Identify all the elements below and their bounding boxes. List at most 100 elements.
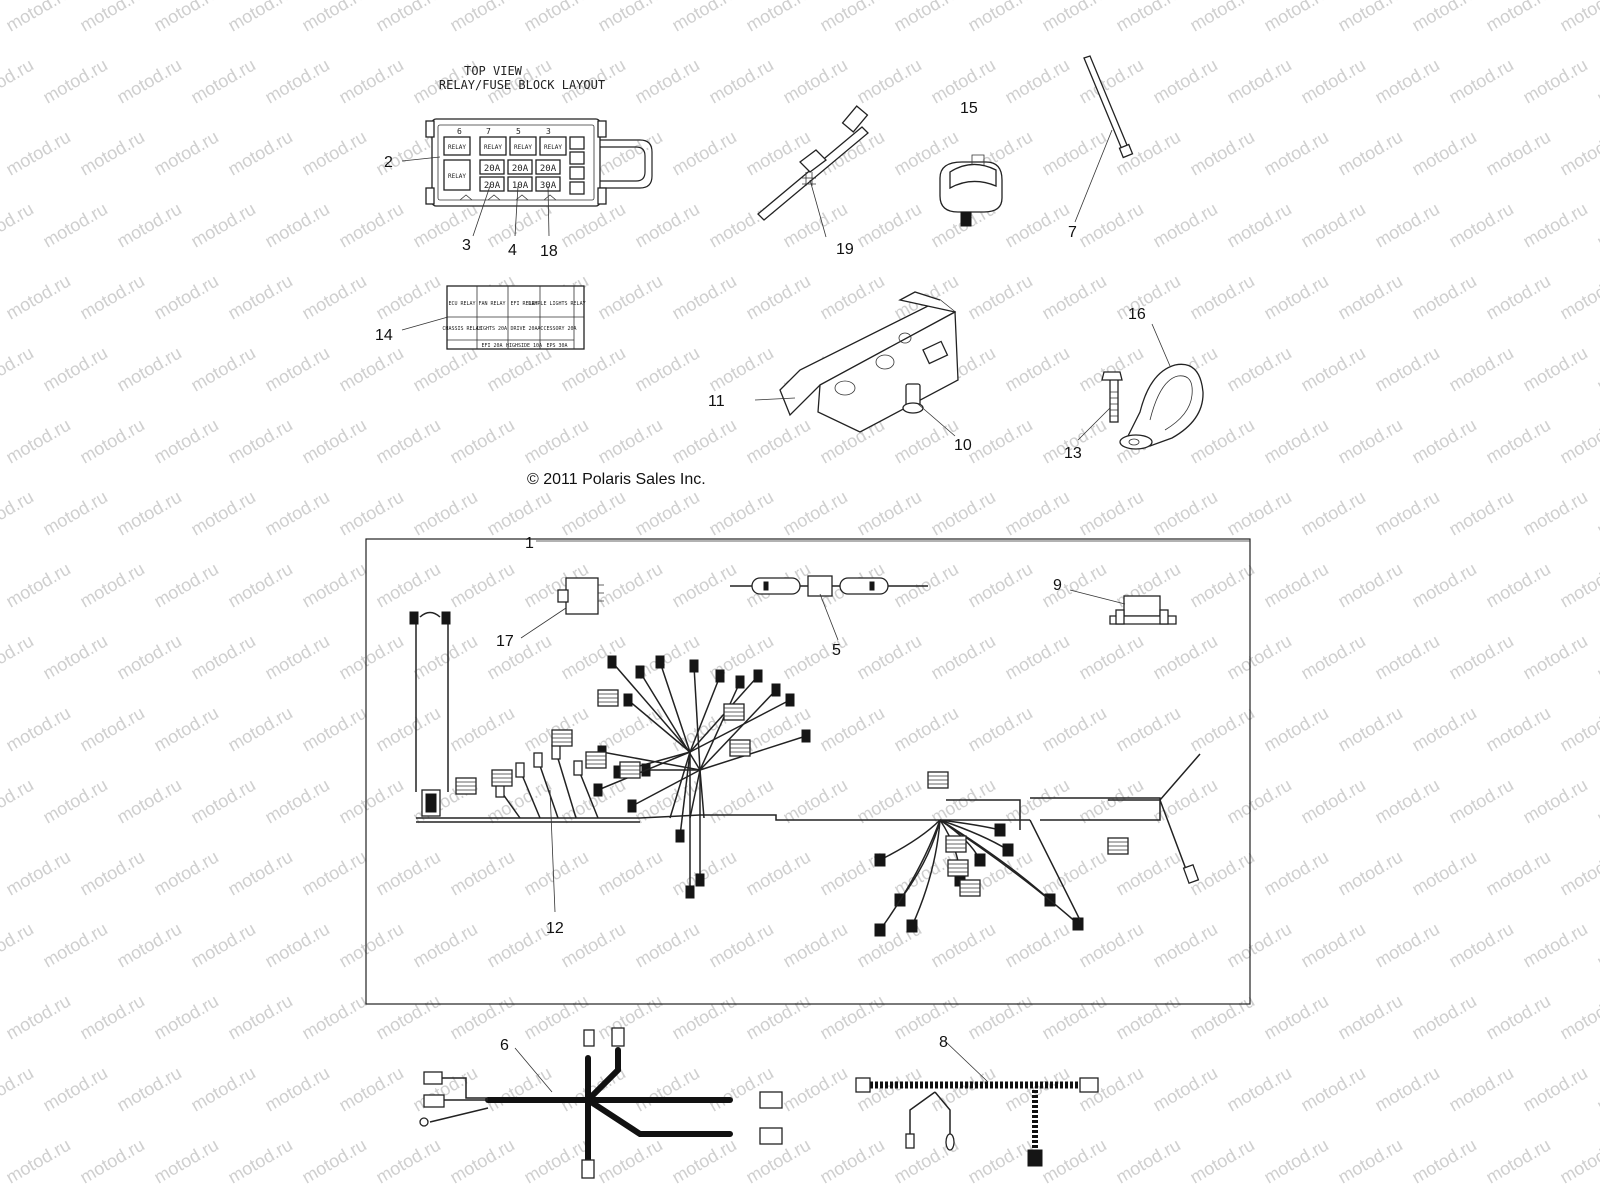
watermark-text: motod.ru	[483, 487, 555, 540]
harness-connector	[715, 669, 725, 683]
harness-branch-wire	[911, 819, 941, 927]
watermark-text: motod.ru	[335, 775, 407, 828]
callout-7: 7	[1068, 224, 1077, 241]
watermark-text: motod.ru	[1038, 847, 1110, 900]
watermark-text: motod.ru	[668, 847, 740, 900]
watermark-text: motod.ru	[113, 55, 185, 108]
harness-connector	[1002, 843, 1014, 857]
watermark-text: motod.ru	[76, 991, 148, 1044]
watermark-text: motod.ru	[520, 415, 592, 468]
watermark-text: motod.ru	[1001, 919, 1073, 972]
watermark-text: motod.ru	[446, 991, 518, 1044]
watermark-text: motod.ru	[1408, 415, 1480, 468]
harness-branch-wire	[611, 661, 691, 753]
watermark-text: motod.ru	[1334, 991, 1406, 1044]
watermark-text: motod.ru	[1556, 703, 1600, 756]
cable-tie-mount-part	[757, 105, 869, 221]
watermark-text: motod.ru	[187, 199, 259, 252]
watermark-text: motod.ru	[187, 487, 259, 540]
watermark-text: motod.ru	[1519, 487, 1591, 540]
watermark-text: motod.ru	[1223, 343, 1295, 396]
watermark-text: motod.ru	[2, 847, 74, 900]
watermark-text: motod.ru	[1445, 487, 1517, 540]
watermark-text: motod.ru	[631, 343, 703, 396]
watermark-text: motod.ru	[779, 55, 851, 108]
watermark-text: motod.ru	[1334, 703, 1406, 756]
watermark-text: motod.ru	[1519, 775, 1591, 828]
watermark-text: motod.ru	[1223, 775, 1295, 828]
callout-13: 13	[1064, 445, 1082, 462]
harness-branch-wire	[597, 751, 691, 791]
watermark-text: motod.ru	[1260, 703, 1332, 756]
watermark-text: motod.ru	[187, 343, 259, 396]
watermark-text: motod.ru	[1297, 487, 1369, 540]
watermark-text: motod.ru	[631, 1063, 703, 1116]
watermark-text: motod.ru	[150, 703, 222, 756]
fuse-rating: 20A	[512, 164, 529, 174]
watermark-text: motod.ru	[1371, 199, 1443, 252]
watermark-text: motod.ru	[113, 775, 185, 828]
watermark-text: motod.ru	[1556, 271, 1600, 324]
watermark-text: motod.ru	[261, 55, 333, 108]
watermark-text: motod.ru	[1297, 775, 1369, 828]
watermark-text: motod.ru	[1371, 775, 1443, 828]
watermark-text: motod.ru	[224, 0, 296, 35]
watermark-text: motod.ru	[1112, 0, 1184, 35]
watermark-text: motod.ru	[890, 559, 962, 612]
watermark-text: motod.ru	[150, 271, 222, 324]
watermark-text: motod.ru	[1593, 487, 1600, 540]
watermark-text: motod.ru	[668, 0, 740, 35]
watermark-text: motod.ru	[964, 415, 1036, 468]
watermark-text: motod.ru	[631, 487, 703, 540]
watermark-text: motod.ru	[2, 703, 74, 756]
watermark-text: motod.ru	[964, 0, 1036, 35]
watermark-text: motod.ru	[224, 127, 296, 180]
harness-connector	[753, 669, 763, 683]
watermark-text: motod.ru	[1519, 343, 1591, 396]
watermark-text: motod.ru	[1482, 271, 1554, 324]
watermark-text: motod.ru	[1445, 55, 1517, 108]
harness-connector	[906, 919, 918, 933]
watermark-text: motod.ru	[1482, 1135, 1554, 1188]
watermark-text: motod.ru	[1334, 1135, 1406, 1188]
watermark-text: motod.ru	[742, 991, 814, 1044]
sub-harness-6	[419, 1027, 783, 1179]
watermark-text: motod.ru	[1519, 199, 1591, 252]
harness-connector	[655, 655, 665, 669]
watermark-text: motod.ru	[1149, 199, 1221, 252]
watermark-text: motod.ru	[2, 991, 74, 1044]
push-rivet-part	[902, 383, 924, 414]
watermark-text: motod.ru	[372, 0, 444, 35]
watermark-text: motod.ru	[742, 127, 814, 180]
callout-1: 1	[525, 535, 534, 552]
harness-connector	[685, 885, 695, 899]
watermark-text: motod.ru	[520, 847, 592, 900]
watermark-text: motod.ru	[1408, 0, 1480, 35]
label-sheet-cell: DRIVE 20A	[510, 326, 537, 332]
harness-connector	[689, 659, 699, 673]
watermark-text: motod.ru	[520, 991, 592, 1044]
watermark-text: motod.ru	[890, 991, 962, 1044]
harness-connector	[974, 853, 986, 867]
watermark-text: motod.ru	[1519, 919, 1591, 972]
harness-connector	[515, 762, 525, 778]
watermark-text: motod.ru	[964, 271, 1036, 324]
watermark-text: motod.ru	[705, 55, 777, 108]
fuse-top-number: 5	[516, 127, 521, 136]
watermark-text: motod.ru	[890, 703, 962, 756]
watermark-text: motod.ru	[0, 775, 37, 828]
leader-lines	[401, 129, 1250, 1093]
watermark-text: motod.ru	[0, 919, 37, 972]
watermark-text: motod.ru	[1297, 343, 1369, 396]
watermark-text: motod.ru	[0, 199, 37, 252]
harness-connector	[994, 823, 1006, 837]
watermark-text: motod.ru	[1519, 631, 1591, 684]
label-sheet-cell: CHASSIS RELAY	[442, 326, 481, 332]
harness-branch-wire	[689, 699, 791, 753]
watermark-text: motod.ru	[261, 775, 333, 828]
relay-slot-label: RELAY	[448, 144, 466, 151]
watermark-text: motod.ru	[372, 415, 444, 468]
watermark-text: motod.ru	[668, 991, 740, 1044]
watermark-text: motod.ru	[483, 631, 555, 684]
